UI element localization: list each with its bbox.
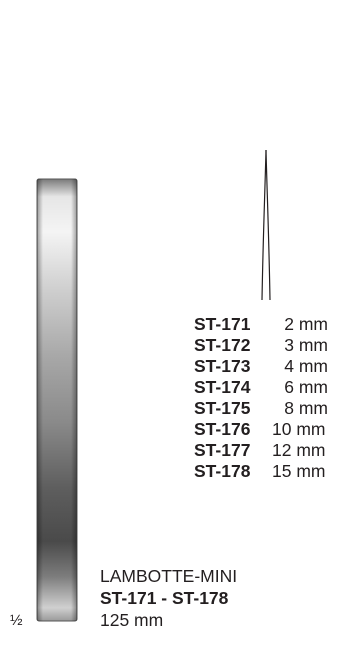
article-code: ST-178: [194, 461, 251, 481]
size-row: ST-178 15 mm: [194, 461, 339, 482]
article-code: ST-177: [194, 440, 251, 460]
osteotome-side-view: [261, 150, 271, 300]
size-table: ST-171 2 mm ST-172 3 mm ST-173 4 mm ST-1…: [194, 314, 339, 482]
scale-indicator: ½: [10, 612, 23, 629]
article-code: ST-175: [194, 398, 251, 418]
blade-width: 2 mm: [284, 314, 328, 334]
size-row: ST-171 2 mm: [194, 314, 339, 335]
size-row: ST-172 3 mm: [194, 335, 339, 356]
article-code: ST-176: [194, 419, 251, 439]
size-row: ST-175 8 mm: [194, 398, 339, 419]
instrument-length: 125 mm: [100, 610, 164, 630]
blade-width: 3 mm: [284, 335, 328, 355]
instrument-name: LAMBOTTE-MINI: [100, 566, 238, 586]
article-code: ST-173: [194, 356, 251, 376]
instrument-caption: LAMBOTTE-MINI ST-171 - ST-178 125 mm: [100, 565, 237, 631]
blade-width: 15 mm: [272, 461, 326, 481]
article-code: ST-172: [194, 335, 251, 355]
osteotome-front-view: [36, 178, 78, 622]
blade-width: 8 mm: [284, 398, 328, 418]
size-row: ST-173 4 mm: [194, 356, 339, 377]
blade-width: 6 mm: [284, 377, 328, 397]
size-row: ST-176 10 mm: [194, 419, 339, 440]
blade-width: 10 mm: [272, 419, 326, 439]
blade-width: 4 mm: [284, 356, 328, 376]
article-code: ST-174: [194, 377, 251, 397]
size-row: ST-174 6 mm: [194, 377, 339, 398]
size-row: ST-177 12 mm: [194, 440, 339, 461]
article-code: ST-171: [194, 314, 251, 334]
instrument-code-range: ST-171 - ST-178: [100, 588, 229, 608]
blade-width: 12 mm: [272, 440, 326, 460]
